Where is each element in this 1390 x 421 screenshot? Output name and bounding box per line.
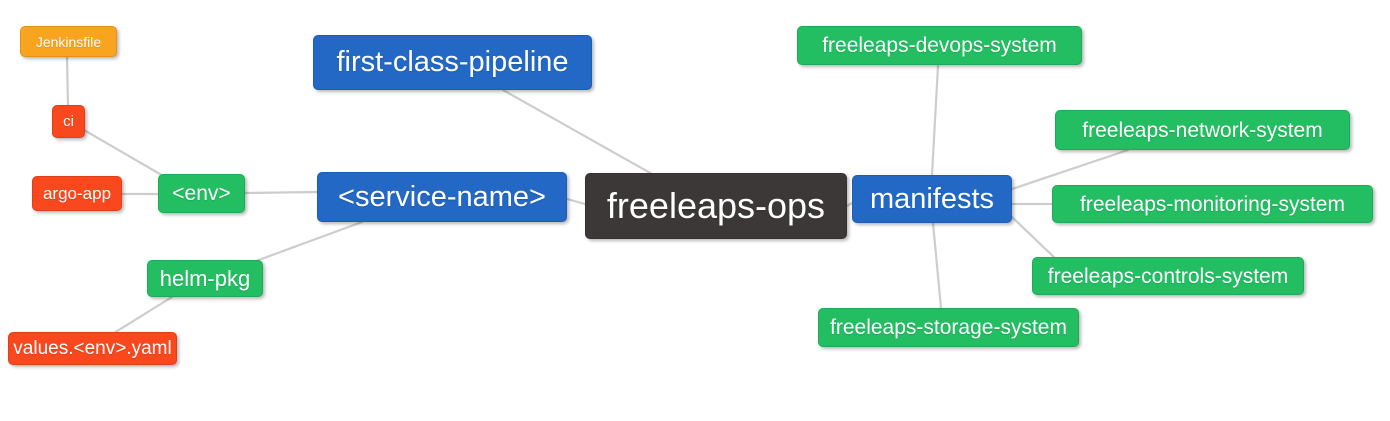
edge-service-name-to-helm-pkg xyxy=(254,220,364,263)
node-freeleaps-monitoring-system[interactable]: freeleaps-monitoring-system xyxy=(1052,185,1373,223)
node-label-freeleaps-monitoring-system: freeleaps-monitoring-system xyxy=(1080,192,1345,216)
node-label-values-env-yaml: values.<env>.yaml xyxy=(13,338,172,359)
node-label-first-class-pipeline: first-class-pipeline xyxy=(336,46,569,78)
node-freeleaps-ops[interactable]: freeleaps-ops xyxy=(585,173,847,239)
node-jenkinsfile[interactable]: Jenkinsfile xyxy=(20,26,117,57)
node-manifests[interactable]: manifests xyxy=(852,175,1012,223)
edge-manifests-to-freeleaps-network-system xyxy=(1010,148,1130,191)
edge-service-name-to-freeleaps-ops xyxy=(565,197,587,206)
node-label-freeleaps-storage-system: freeleaps-storage-system xyxy=(830,316,1067,339)
node-helm-pkg[interactable]: helm-pkg xyxy=(147,260,263,297)
edge-env-to-service-name xyxy=(243,190,319,195)
node-label-manifests: manifests xyxy=(869,182,995,215)
edge-ci-to-env xyxy=(82,128,167,179)
node-label-ci: ci xyxy=(63,113,74,130)
node-label-freeleaps-controls-system: freeleaps-controls-system xyxy=(1047,264,1289,288)
node-label-freeleaps-network-system: freeleaps-network-system xyxy=(1082,118,1323,142)
node-values-env-yaml[interactable]: values.<env>.yaml xyxy=(8,332,177,365)
node-freeleaps-controls-system[interactable]: freeleaps-controls-system xyxy=(1032,257,1304,295)
node-label-freeleaps-devops-system: freeleaps-devops-system xyxy=(822,34,1057,57)
node-freeleaps-network-system[interactable]: freeleaps-network-system xyxy=(1055,110,1350,150)
edge-helm-pkg-to-values-env-yaml xyxy=(112,295,174,335)
node-first-class-pipeline[interactable]: first-class-pipeline xyxy=(313,35,592,90)
node-service-name[interactable]: <service-name> xyxy=(317,172,567,222)
edge-manifests-to-freeleaps-controls-system xyxy=(1010,215,1060,263)
node-label-freeleaps-ops: freeleaps-ops xyxy=(606,185,826,226)
node-label-jenkinsfile: Jenkinsfile xyxy=(35,33,102,50)
edge-first-class-pipeline-to-freeleaps-ops xyxy=(501,88,654,176)
node-freeleaps-devops-system[interactable]: freeleaps-devops-system xyxy=(797,26,1082,65)
node-label-env: <env> xyxy=(172,182,231,205)
node-freeleaps-storage-system[interactable]: freeleaps-storage-system xyxy=(818,308,1079,347)
node-ci[interactable]: ci xyxy=(52,105,85,138)
edge-manifests-to-freeleaps-devops-system xyxy=(930,64,940,177)
edge-manifests-to-freeleaps-storage-system xyxy=(931,221,943,310)
node-label-service-name: <service-name> xyxy=(338,180,546,213)
node-env[interactable]: <env> xyxy=(158,174,245,213)
edge-jenkinsfile-to-ci xyxy=(65,55,70,107)
node-argo-app[interactable]: argo-app xyxy=(32,176,122,211)
node-label-argo-app: argo-app xyxy=(42,184,112,203)
node-label-helm-pkg: helm-pkg xyxy=(159,265,251,291)
